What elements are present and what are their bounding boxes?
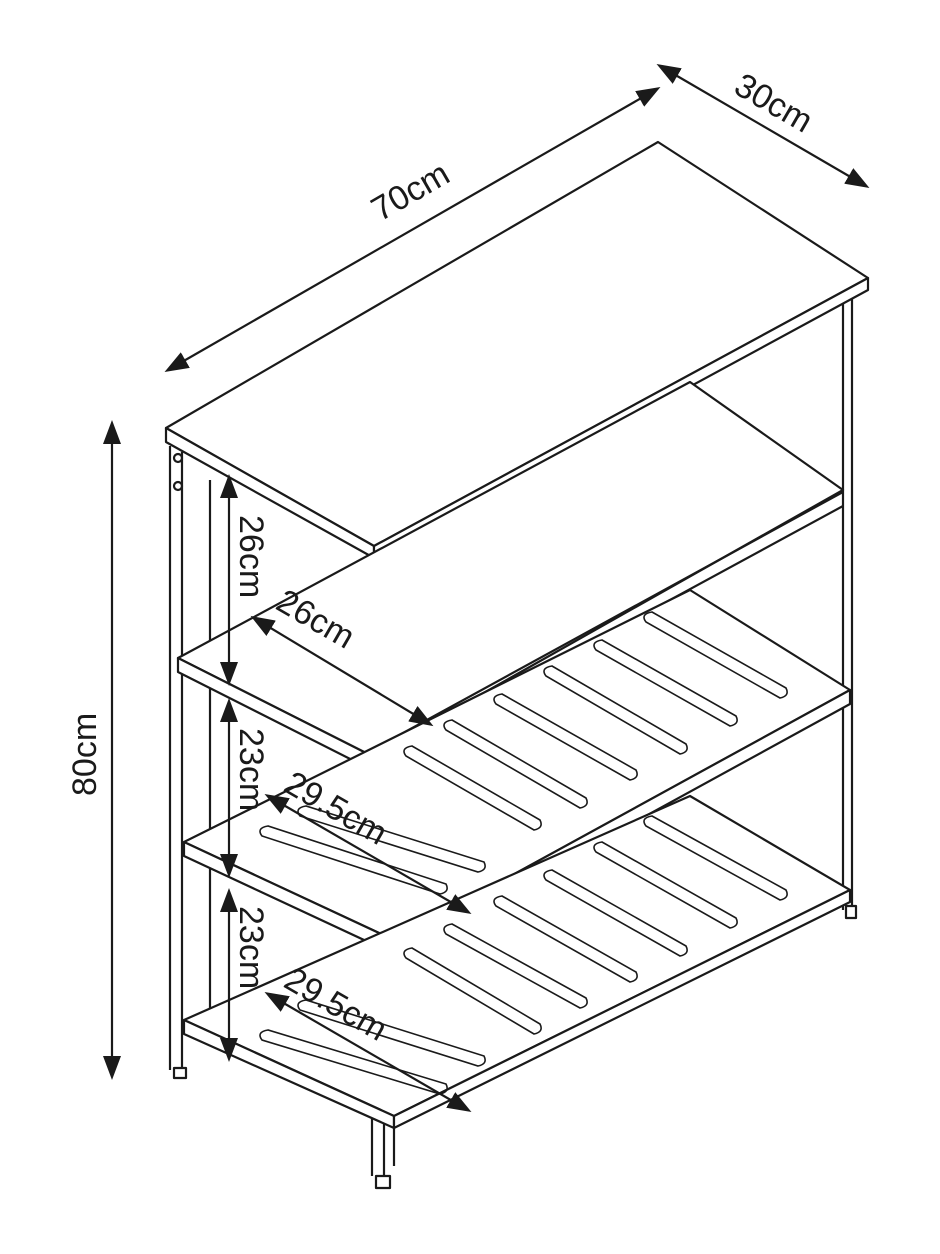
front-left-foot [172, 1066, 188, 1080]
screw-2 [172, 480, 184, 492]
top-gap-label: 26cm [232, 515, 270, 598]
bottom-rack-depth-arrow [264, 991, 472, 1113]
middle-gap-label: 23cm [232, 728, 270, 811]
width-arrow [164, 87, 661, 372]
front-left-post [168, 446, 184, 1072]
back-right-post [841, 282, 854, 912]
depth-arrow [656, 63, 870, 189]
screw-1 [172, 452, 184, 464]
height-label: 80cm [66, 713, 104, 796]
shelf-depth-arrow [250, 615, 434, 727]
back-right-foot [844, 904, 858, 920]
depth-label: 30cm [728, 66, 819, 140]
front-right-foot [374, 1174, 392, 1190]
dimension-arrows [103, 63, 870, 1113]
bottom-gap-label: 23cm [232, 906, 270, 989]
middle-rack-depth-arrow [264, 793, 472, 915]
width-label: 70cm [365, 154, 456, 228]
